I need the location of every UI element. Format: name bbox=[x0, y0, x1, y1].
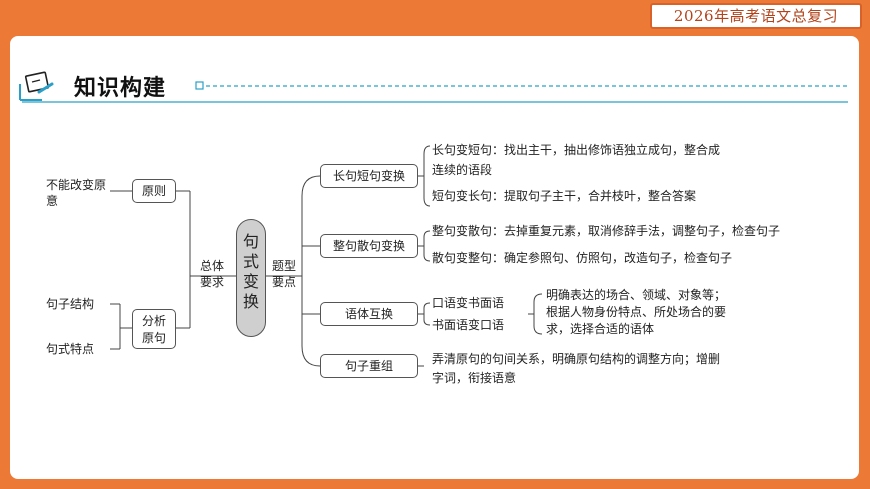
overall-requirement-label: 总体要求 bbox=[199, 259, 224, 289]
branch-regroup-node: 句子重组 bbox=[320, 354, 418, 378]
question-points-label: 题型要点 bbox=[271, 259, 296, 289]
branch-long-short-item-2: 短句变长句：提取句子主干，合并枝叶，整合答案 bbox=[432, 189, 697, 203]
branch-regroup-item-1: 弄清原句的句间关系，明确原句结构的调整方向；增删 bbox=[432, 352, 721, 366]
notebook-pen-icon bbox=[19, 71, 54, 101]
principle-node: 原则 bbox=[132, 179, 176, 203]
branch-register-item-2: 书面语变口语 bbox=[432, 318, 505, 332]
branch-register-node: 语体互换 bbox=[320, 302, 418, 326]
branch-long-short-node: 长句短句变换 bbox=[320, 164, 418, 188]
branch-regroup-item-1-cont: 字词，衔接语意 bbox=[432, 371, 517, 385]
branch-register-item-1: 口语变书面语 bbox=[432, 296, 505, 310]
principle-source-text: 不能改变原意 bbox=[46, 178, 107, 208]
sentence-structure-text: 句子结构 bbox=[46, 297, 95, 311]
branch-register-note-3: 求，选择合适的语体 bbox=[546, 322, 655, 336]
analyze-original-node: 分析原句 bbox=[132, 309, 176, 349]
course-badge: 2026年高考语文总复习 bbox=[650, 3, 862, 29]
branch-register-note-1: 明确表达的场合、领域、对象等； bbox=[546, 288, 727, 302]
sentence-pattern-text: 句式特点 bbox=[46, 342, 95, 356]
branch-neat-loose-node: 整句散句变换 bbox=[320, 234, 418, 258]
central-topic-node: 句式变换 bbox=[236, 219, 266, 337]
branch-neat-loose-item-2: 散句变整句：确定参照句、仿照句，改造句子，检查句子 bbox=[432, 251, 733, 265]
content-card: 知识构建 bbox=[10, 36, 859, 479]
title-divider bbox=[22, 81, 848, 103]
branch-long-short-item-1: 长句变短句：找出主干，抽出修饰语独立成句，整合成 bbox=[432, 143, 721, 157]
section-title: 知识构建 bbox=[74, 76, 167, 101]
mindmap-connectors bbox=[110, 145, 543, 367]
branch-register-note-2: 根据人物身份特点、所处场合的要 bbox=[546, 305, 727, 319]
branch-neat-loose-item-1: 整句变散句：去掉重复元素，取消修辞手法，调整句子，检查句子 bbox=[432, 224, 781, 238]
branch-long-short-item-1-cont: 连续的语段 bbox=[432, 163, 493, 177]
